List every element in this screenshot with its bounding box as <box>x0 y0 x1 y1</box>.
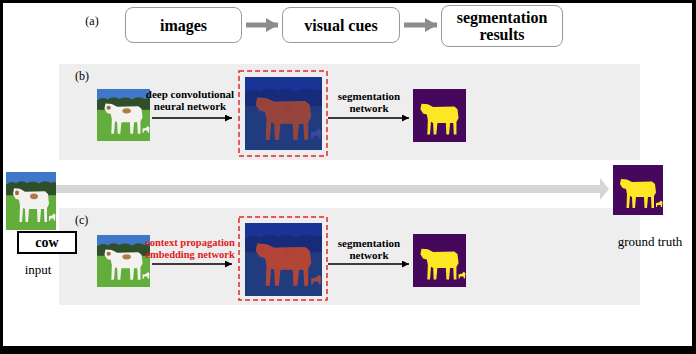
image-caption: ground truth <box>618 234 683 249</box>
subfigure-label: (a) <box>85 14 98 28</box>
flow-arrow <box>404 23 437 28</box>
input-image <box>6 172 56 230</box>
node-text: visual cues <box>304 17 377 34</box>
flow-arrow <box>246 23 278 28</box>
flow-arrow <box>56 178 609 200</box>
image-caption: input <box>25 262 52 277</box>
node-text: cow <box>35 235 58 250</box>
arrow-label: context propagation embedding network <box>143 237 237 261</box>
node-text: (c) <box>75 213 88 228</box>
stage-box: segmentation results <box>441 5 563 47</box>
stage-box: visual cues <box>282 7 400 43</box>
class-label-box: cow <box>17 231 77 254</box>
node-text: images <box>160 17 207 34</box>
page-ground <box>3 3 692 346</box>
node-text: (b) <box>75 69 89 84</box>
arrow-label: segmentation network <box>329 237 409 261</box>
node-text: segmentation results <box>450 9 554 43</box>
arrow-label: segmentation network <box>329 90 409 114</box>
arrow-label: deep convolutional neural network <box>143 88 237 112</box>
stage-box: images <box>125 7 242 43</box>
